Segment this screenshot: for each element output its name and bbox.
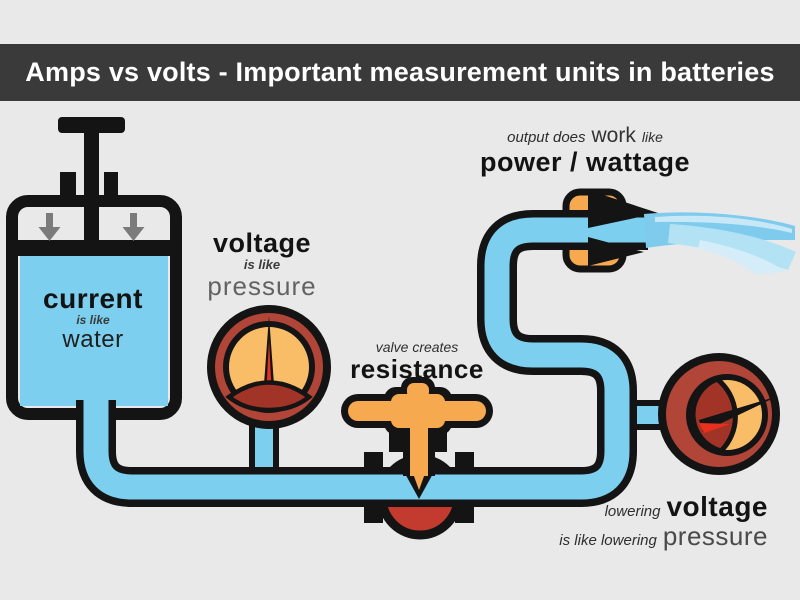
piston-collar-left xyxy=(60,172,76,206)
voltage-term: voltage xyxy=(212,228,312,258)
current-connector: is like xyxy=(76,313,110,328)
piston-plate xyxy=(17,240,171,256)
down-arrow-icon xyxy=(122,213,145,241)
spray-highlight xyxy=(655,215,792,233)
valve-bolt xyxy=(364,452,383,470)
valve-bolt xyxy=(364,505,383,523)
power-emphasis: work xyxy=(591,124,636,147)
resistance-term: resistance xyxy=(350,354,484,385)
gauge-needle xyxy=(699,396,778,432)
lowering-connector: is like lowering xyxy=(559,532,657,550)
valve-handle xyxy=(348,383,486,490)
valve xyxy=(341,377,493,523)
voltage-gauge-icon xyxy=(207,305,331,429)
gauge-hub xyxy=(225,380,313,413)
current-label: current is like water xyxy=(16,283,170,354)
lowering-intro: lowering xyxy=(604,503,661,520)
power-suffix: like xyxy=(641,129,663,145)
current-analogy: water xyxy=(62,326,124,354)
lowering-term: voltage xyxy=(666,491,768,522)
nozzle-wings xyxy=(588,190,658,266)
lowering-voltage-label: lowering voltage is like lowering pressu… xyxy=(550,491,768,552)
spray-fan xyxy=(668,224,796,270)
gauge-needle-red xyxy=(699,423,730,433)
valve-bolt xyxy=(455,452,474,470)
gauge-crescent xyxy=(690,376,738,454)
power-label: output does work like power / wattage xyxy=(452,124,718,177)
voltage-connector: is like xyxy=(243,257,281,273)
tank-water-fill xyxy=(20,256,168,406)
piston-collar-right xyxy=(104,172,118,206)
voltage-label: voltage is like pressure xyxy=(175,228,349,302)
spray-tail xyxy=(698,240,786,274)
lowering-analogy: pressure xyxy=(662,521,768,552)
voltage-analogy: pressure xyxy=(207,271,317,302)
pipe-water xyxy=(83,217,648,500)
title-banner: Amps vs volts - Important measurement un… xyxy=(0,44,800,101)
water-spray xyxy=(644,212,796,274)
valve-bolt xyxy=(455,505,474,523)
power-term: power / wattage xyxy=(479,146,691,177)
lowered-voltage-gauge-icon xyxy=(658,353,780,475)
resistance-label: valve creates resistance xyxy=(327,339,507,385)
piston-rod xyxy=(84,124,99,246)
down-arrow-icon xyxy=(38,213,61,241)
piston-handle xyxy=(58,117,125,133)
page-title: Amps vs volts - Important measurement un… xyxy=(25,57,775,87)
current-term: current xyxy=(43,283,143,314)
pipe xyxy=(76,210,648,507)
water-tank xyxy=(6,117,182,420)
resistance-intro: valve creates xyxy=(375,339,459,355)
power-intro: output does xyxy=(507,129,586,146)
